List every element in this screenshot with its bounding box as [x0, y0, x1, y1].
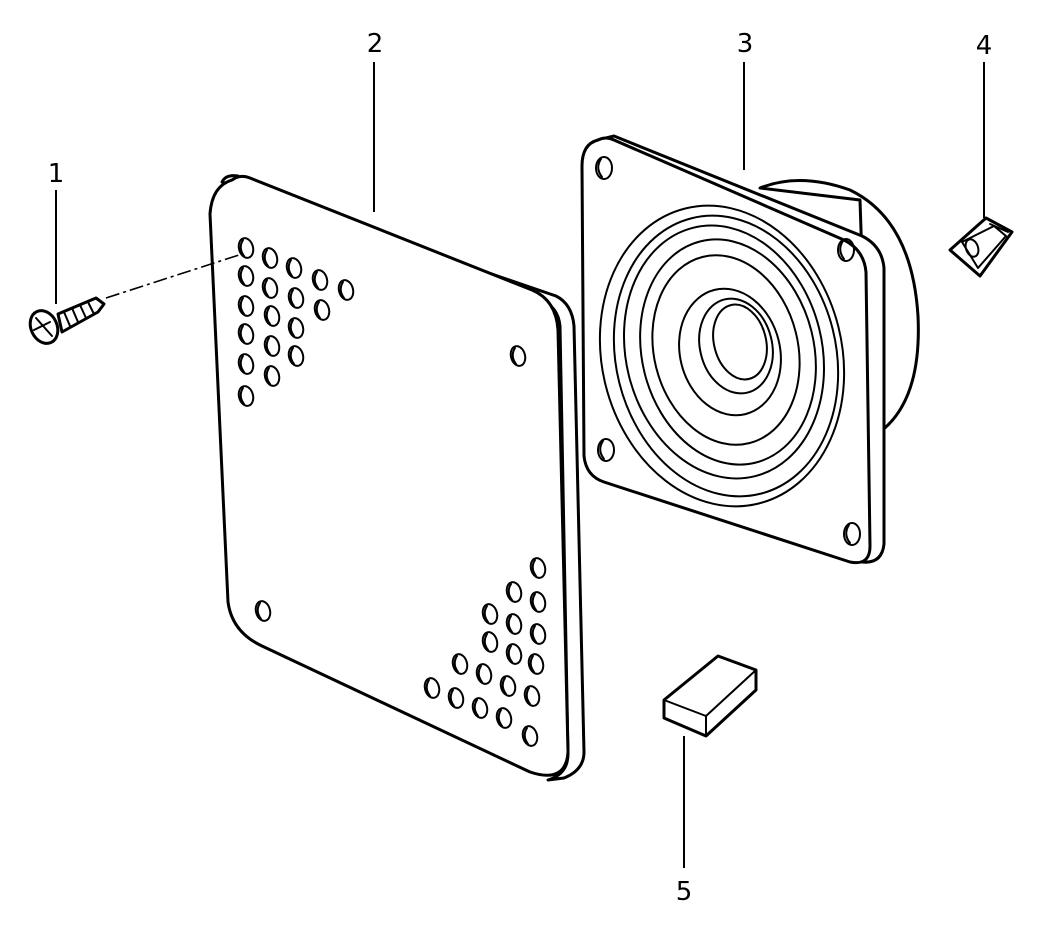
grille-hole	[447, 687, 465, 709]
grille-hole-shade	[263, 279, 269, 297]
grille-hole	[495, 707, 513, 729]
grille-hole-shade	[265, 367, 271, 385]
grille-hole	[261, 247, 279, 269]
grille-hole-shade	[529, 655, 535, 673]
grille-hole-shade	[265, 337, 271, 355]
grille-hole-shade	[523, 727, 529, 745]
grille-hole	[285, 257, 303, 279]
grille-hole-shade	[239, 355, 245, 373]
grille-hole-shade	[239, 267, 245, 285]
grille-hole-shade	[501, 677, 507, 695]
grille-hole	[529, 591, 547, 613]
clip-nut-icon	[948, 216, 1014, 278]
grille-hole	[263, 305, 281, 327]
grille-hole	[237, 265, 255, 287]
grille-hole-shade	[525, 687, 531, 705]
grille-hole	[505, 613, 523, 635]
grille-hole-shade	[239, 325, 245, 343]
grille-hole	[237, 295, 255, 317]
callout-2: 2	[367, 29, 384, 59]
grille-hole	[337, 279, 355, 301]
grille-hole-shade	[507, 615, 513, 633]
grille-hole-shade	[339, 281, 345, 299]
grille-hole-shade	[483, 605, 489, 623]
grille-hole-shade	[507, 645, 513, 663]
grille-hole-shade	[265, 307, 271, 325]
grille-hole	[237, 385, 255, 407]
grille-hole-shade	[313, 271, 319, 289]
grille-hole-shade	[239, 297, 245, 315]
grille-hole	[521, 725, 539, 747]
grille-hole	[523, 685, 541, 707]
callout-1: 1	[48, 159, 65, 189]
grille-hole	[505, 643, 523, 665]
grille-hole	[263, 365, 281, 387]
grille-hole	[451, 653, 469, 675]
grille-hole	[481, 603, 499, 625]
grille-hole	[423, 677, 441, 699]
grille-hole	[471, 697, 489, 719]
grille-hole	[287, 287, 305, 309]
grille-hole-shade	[531, 593, 537, 611]
grille-hole	[237, 323, 255, 345]
grille-hole	[313, 299, 331, 321]
grille-hole	[261, 277, 279, 299]
grille-hole-shade	[507, 583, 513, 601]
screw-icon	[28, 253, 243, 345]
grille-hole	[475, 663, 493, 685]
speaker-grille-icon	[208, 174, 586, 782]
grille-hole	[237, 353, 255, 375]
grille-hole-shade	[289, 347, 295, 365]
grille-hole-shade	[477, 665, 483, 683]
grille-hole-shade	[425, 679, 431, 697]
callout-4: 4	[976, 31, 993, 61]
grille-hole-shade	[239, 239, 245, 257]
grille-hole	[263, 335, 281, 357]
grille-hole-shade	[289, 289, 295, 307]
grille-hole-shade	[453, 655, 459, 673]
grille-hole	[499, 675, 517, 697]
grille-hole-shade	[287, 259, 293, 277]
grille-hole-shade	[497, 709, 503, 727]
callout-5: 5	[676, 877, 693, 907]
grille-hole	[237, 237, 255, 259]
grille-hole-shade	[289, 319, 295, 337]
grille-hole	[287, 317, 305, 339]
grille-hole-shade	[315, 301, 321, 319]
grille-hole	[481, 631, 499, 653]
grille-hole-shade	[473, 699, 479, 717]
leader-lines	[55, 62, 985, 868]
foam-pad-icon	[662, 654, 758, 738]
grille-hole	[505, 581, 523, 603]
grille-hole-shade	[239, 387, 245, 405]
callout-3: 3	[737, 29, 754, 59]
grille-hole-shade	[263, 249, 269, 267]
grille-hole-shade	[531, 559, 537, 577]
grille-hole	[529, 623, 547, 645]
grille-hole-shade	[483, 633, 489, 651]
callout-labels: 1 2 3 4 5	[48, 29, 993, 907]
grille-hole	[527, 653, 545, 675]
grille-hole	[287, 345, 305, 367]
loudspeaker-icon	[580, 134, 920, 565]
grille-hole	[311, 269, 329, 291]
grille-hole-shade	[449, 689, 455, 707]
grille-hole-shade	[531, 625, 537, 643]
grille-hole	[529, 557, 547, 579]
